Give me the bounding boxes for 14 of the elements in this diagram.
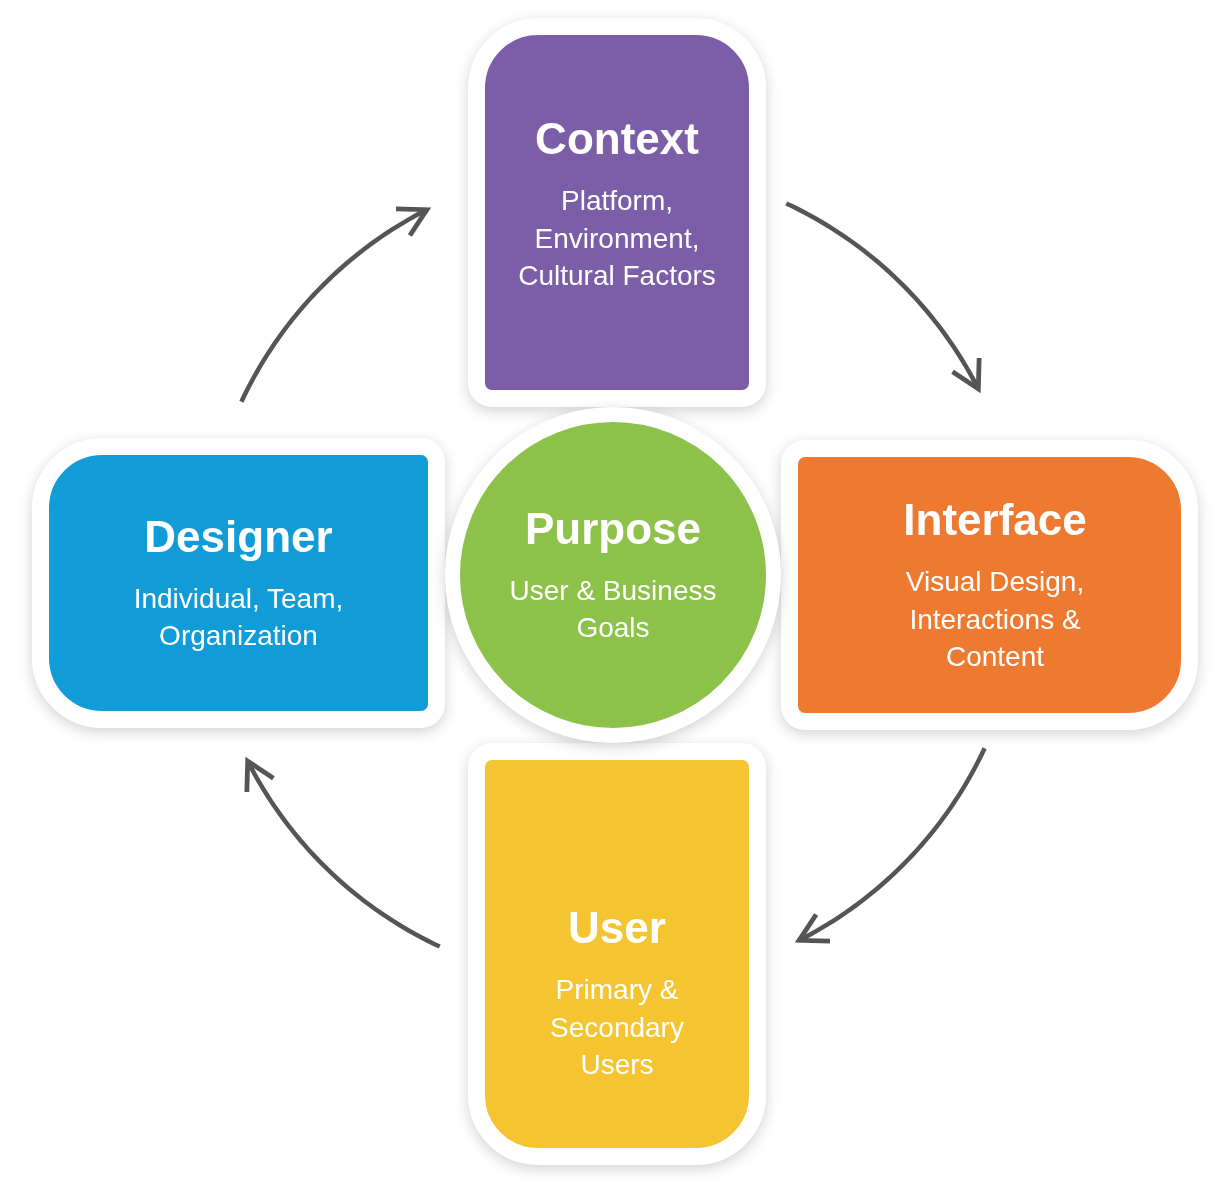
node-title: Purpose (524, 502, 701, 555)
node-title: User (568, 902, 666, 954)
node-description: User & Business Goals (508, 573, 718, 646)
node-title: Context (535, 113, 699, 165)
curved-arrow (796, 747, 987, 944)
curved-arrow (239, 206, 430, 403)
node-title: Designer (144, 510, 333, 563)
node-title: Interface (903, 493, 1087, 546)
curved-arrow (785, 201, 982, 392)
node-description: Platform, Environment, Cultural Factors (517, 183, 717, 294)
node-description: Primary & Secondary Users (549, 972, 685, 1083)
curved-arrow (244, 758, 441, 949)
node-description: Visual Design, Interactions & Content (904, 564, 1086, 675)
node-description: Individual, Team, Organization (132, 581, 345, 654)
